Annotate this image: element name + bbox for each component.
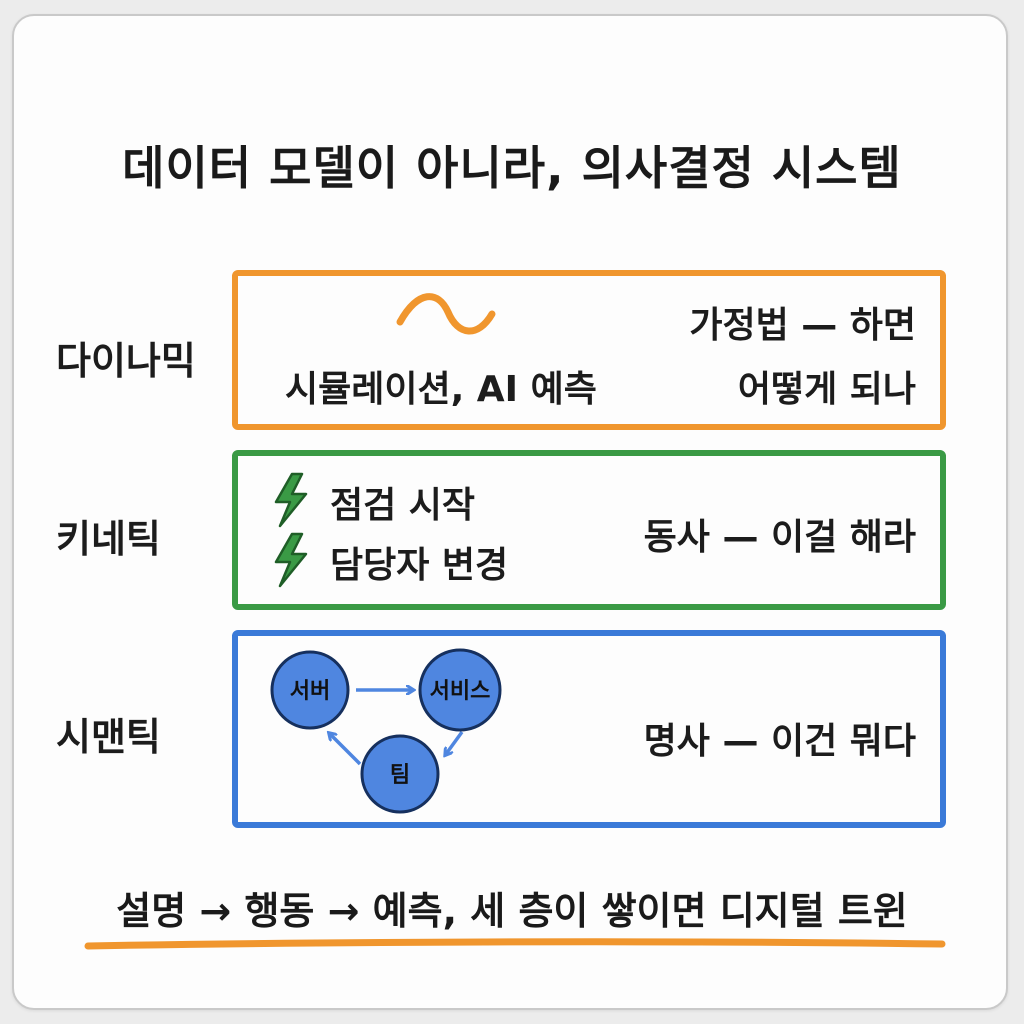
kinetic-action-2: 담당자 변경 [330,545,509,586]
layer-label-semantic: 시맨틱 [56,715,161,759]
page-title: 데이터 모델이 아니라, 의사결정 시스템 [122,141,902,195]
dynamic-layer-box [232,270,946,430]
layer-label-dynamic: 다이나믹 [56,339,196,383]
semantic-layer-box [232,630,946,828]
dynamic-meaning-line1: 가정법 — 하면 [689,305,916,346]
kinetic-layer-box [232,450,946,610]
kinetic-meaning: 동사 — 이걸 해라 [643,517,916,558]
footer-summary: 설명 → 행동 → 예측, 세 층이 쌓이면 디지털 트윈 [116,889,908,933]
dynamic-meaning-line2: 어떻게 되나 [737,369,916,410]
diagram-card [12,14,1008,1010]
semantic-meaning: 명사 — 이건 뭐다 [643,721,916,762]
kinetic-action-1: 점검 시작 [330,485,476,526]
layer-label-kinetic: 키네틱 [56,517,161,561]
dynamic-content: 시뮬레이션, AI 예측 [285,369,597,410]
